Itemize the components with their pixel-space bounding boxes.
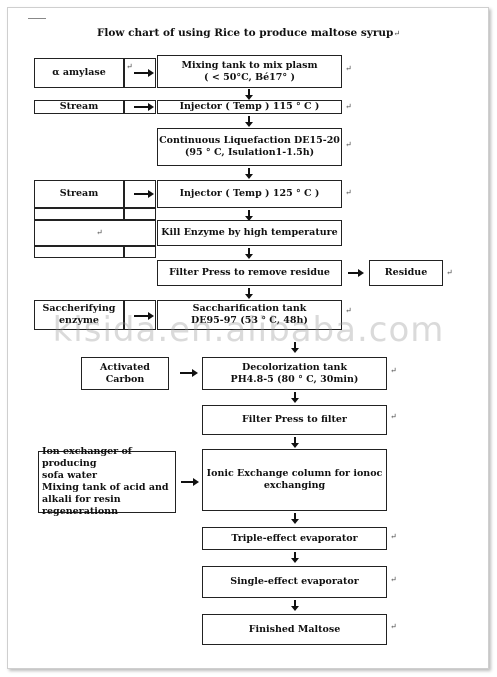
para-mark: ↵ <box>96 228 103 237</box>
step-finished-maltose: Finished Maltose <box>202 614 387 645</box>
input-stream2-box <box>34 180 124 208</box>
step-mixing-tank: Mixing tank to mix plasm ( < 50°C, Bé17°… <box>157 55 342 88</box>
input-ion-line3: Mixing tank of acid and <box>42 482 169 493</box>
step-decolorization-line2: PH4.8-5 (80 ° C, 30min) <box>230 373 359 385</box>
grid-row-a-mid <box>124 208 156 220</box>
para-mark: ↵ <box>390 575 397 584</box>
step-triple-effect: Triple-effect evaporator <box>202 527 387 550</box>
para-mark: ↵ <box>345 140 352 149</box>
input-amylase-label: α amylase <box>52 67 106 78</box>
input-enzyme-line2: enzyme <box>59 315 99 326</box>
step-saccharification: Saccharification tank DE95-97 (53 ° C, 4… <box>157 300 342 330</box>
grid-kill-left <box>34 220 156 246</box>
grid-row-a-left <box>34 208 124 220</box>
diagram-title: Flow chart of using Rice to produce malt… <box>96 27 401 39</box>
grid-row-b-mid <box>124 246 156 258</box>
output-residue: Residue <box>369 260 443 286</box>
para-mark: ↵ <box>390 412 397 421</box>
input-carbon-line1: Activated <box>100 361 150 373</box>
para-mark: ↵ <box>390 622 397 631</box>
input-ion-line4: alkali for resin regenerationn <box>42 494 121 517</box>
step-filter-press-2: Filter Press to filter <box>202 405 387 435</box>
step-ionic-exchange: Ionic Exchange column for ionoc exchangi… <box>202 449 387 511</box>
para-mark: ↵ <box>390 532 397 541</box>
step-saccharification-line2: DE95-97 (53 ° C, 48h) <box>191 315 308 326</box>
input-activated-carbon: Activated Carbon <box>81 357 169 390</box>
para-mark: ↵ <box>126 62 133 71</box>
step-decolorization-line1: Decolorization tank <box>241 361 348 373</box>
input-stream1-label: Stream <box>59 101 99 112</box>
step-decolorization: Decolorization tank PH4.8-5 (80 ° C, 30m… <box>202 357 387 390</box>
input-enzyme-label: Saccherifying enzyme <box>34 300 124 330</box>
step-ionic-line2: exchanging <box>263 480 326 491</box>
step-saccharification-line1: Saccharification tank <box>192 303 307 314</box>
input-stream1-box <box>34 100 124 114</box>
input-stream2-label: Stream <box>59 188 99 199</box>
input-ion-line1: Ion exchanger of producing <box>42 446 132 469</box>
step-injector1: Injector ( Temp ) 115 ° C ) <box>157 100 342 114</box>
corner-mark <box>28 18 46 19</box>
step-injector2: Injector ( Temp ) 125 ° C ) <box>157 180 342 208</box>
input-ion-exchanger: Ion exchanger of producing sofa water Mi… <box>38 446 176 517</box>
step-mixing-line1: Mixing tank to mix plasm <box>181 59 318 71</box>
para-mark: ↵ <box>345 188 352 197</box>
step-liquefaction-line2: (95 ° C, Isulation1-1.5h) <box>184 147 315 158</box>
para-mark: ↵ <box>390 366 397 375</box>
input-ion-line2: sofa water <box>42 470 98 481</box>
step-kill-enzyme: Kill Enzyme by high temperature <box>157 220 342 246</box>
input-amylase-box <box>34 58 124 88</box>
input-enzyme-line1: Saccherifying <box>42 303 116 314</box>
input-carbon-line2: Carbon <box>105 373 145 385</box>
step-mixing-line2: ( < 50°C, Bé17° ) <box>204 71 295 83</box>
para-mark: ↵ <box>345 64 352 73</box>
para-mark: ↵ <box>446 268 453 277</box>
step-single-effect: Single-effect evaporator <box>202 566 387 598</box>
para-mark: ↵ <box>345 306 352 315</box>
step-liquefaction-line1: Continuous Liquefaction DE15-20 <box>159 135 340 146</box>
step-liquefaction: Continuous Liquefaction DE15-20 (95 ° C,… <box>157 128 342 166</box>
step-filter-press-1: Filter Press to remove residue <box>157 260 342 286</box>
step-ionic-line1: Ionic Exchange column for ionoc <box>206 468 383 479</box>
input-enzyme-box <box>34 300 124 330</box>
para-mark: ↵ <box>345 102 352 111</box>
grid-row-b-left <box>34 246 124 258</box>
